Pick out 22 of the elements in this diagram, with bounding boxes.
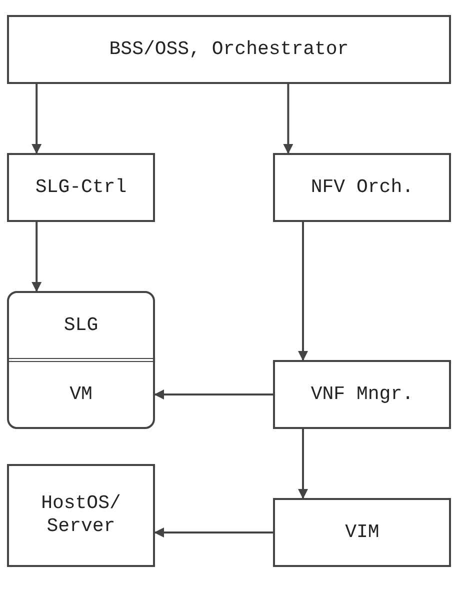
process-box — [7, 153, 155, 222]
arrow — [154, 528, 274, 538]
process-box — [7, 15, 451, 84]
box-label: VM — [70, 382, 92, 406]
rounded-box — [7, 291, 155, 429]
box-label: VNF Mngr. — [310, 382, 414, 406]
process-box — [273, 498, 451, 567]
process-box — [7, 464, 155, 567]
process-box — [273, 360, 451, 429]
arrow — [32, 84, 42, 154]
process-box — [273, 153, 451, 222]
arrow — [298, 222, 308, 361]
box-label: SLG-Ctrl — [35, 176, 127, 200]
box-label: NFV Orch. — [310, 176, 414, 200]
box-label: BSS/OSS, Orchestrator — [109, 38, 349, 62]
arrow — [32, 222, 42, 292]
box-heading: SLG — [64, 314, 98, 338]
arrow — [154, 390, 274, 400]
arrow — [298, 429, 308, 499]
box-label: VIM — [345, 520, 380, 544]
arrow — [283, 84, 294, 154]
box-label: HostOS/ Server — [40, 492, 122, 539]
